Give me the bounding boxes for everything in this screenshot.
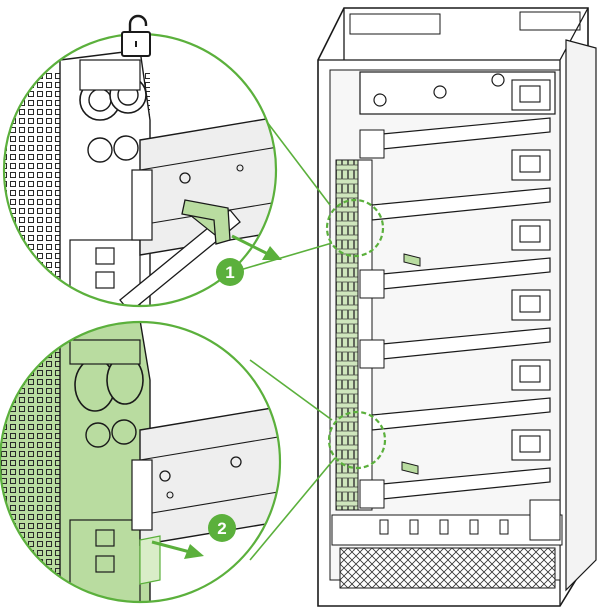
- pull-arrow-step-1: [231, 234, 282, 260]
- enclosure: [317, 7, 597, 607]
- step-number: 2: [217, 519, 226, 538]
- step-number: 1: [225, 263, 234, 282]
- highlight-lower-terminal: [327, 410, 387, 470]
- highlight-upper-terminal: [325, 198, 385, 258]
- pull-arrow-step-2: [151, 540, 204, 559]
- step-badge-2: 2: [208, 514, 236, 542]
- unlock-icon: [121, 14, 151, 57]
- detail-view-step-2: [0, 320, 282, 604]
- detail-view-step-1: [2, 32, 278, 308]
- step-badge-1: 1: [216, 258, 244, 286]
